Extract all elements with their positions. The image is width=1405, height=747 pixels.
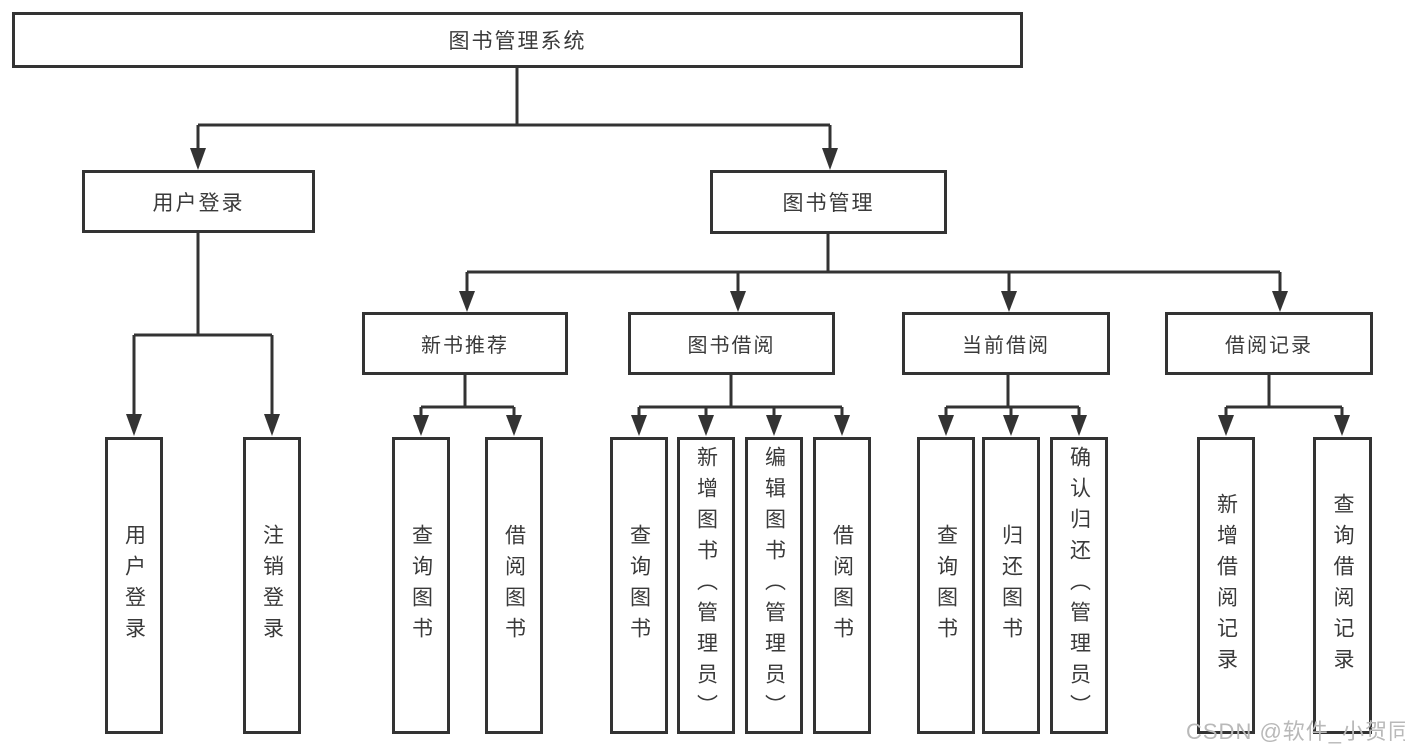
arrowhead: [459, 291, 475, 312]
leaf-return-book: 归还图书: [982, 437, 1040, 734]
wire-current-borrow-to-leaves: [938, 375, 1087, 436]
node-current-borrow: 当前借阅: [902, 312, 1110, 375]
connector-segment: [637, 375, 844, 417]
arrowhead: [834, 415, 850, 436]
arrowhead: [766, 415, 782, 436]
arrowhead: [1003, 415, 1019, 436]
wire-user-login-to-leaves: [126, 233, 280, 436]
leaf-label: 新增借阅记录: [1214, 492, 1238, 679]
arrowhead: [938, 415, 954, 436]
arrowhead: [730, 291, 746, 312]
arrowhead: [1272, 291, 1288, 312]
leaf-borrow-books: 借阅图书: [813, 437, 871, 734]
leaf-label: 借阅图书: [830, 523, 854, 648]
wire-borrow-records-to-leaves: [1218, 375, 1350, 436]
leaf-user-login: 用户登录: [105, 437, 163, 734]
wire-root-to-level2: [190, 68, 838, 170]
connector-segment: [1224, 375, 1344, 417]
leaf-label: 确认归还（管理员）: [1067, 446, 1091, 725]
leaf-label: 用户登录: [122, 523, 146, 648]
leaf-borrow-books-recommend: 借阅图书: [485, 437, 543, 734]
node-label: 用户登录: [152, 191, 245, 215]
node-label: 新书推荐: [421, 335, 509, 357]
leaf-label: 查询图书: [627, 523, 651, 648]
arrowhead: [264, 414, 280, 436]
watermark: CSDN @软件_小贺同学: [1186, 719, 1405, 744]
leaf-edit-book-admin: 编辑图书（管理员）: [745, 437, 803, 734]
node-label: 图书借阅: [687, 335, 776, 357]
arrowhead: [1001, 291, 1017, 312]
connector-segment: [419, 375, 516, 417]
node-book-management: 图书管理: [710, 170, 947, 234]
node-library-system: 图书管理系统: [12, 12, 1023, 68]
leaf-logout: 注销登录: [243, 437, 301, 734]
arrowhead: [506, 415, 522, 436]
wire-book-borrow-to-leaves: [631, 375, 850, 436]
node-label: 借阅记录: [1225, 335, 1313, 357]
node-label: 图书管理系统: [448, 30, 587, 53]
leaf-add-book-admin: 新增图书（管理员）: [677, 437, 735, 734]
leaf-label: 编辑图书（管理员）: [762, 446, 786, 725]
leaf-query-books-borrow: 查询图书: [610, 437, 668, 734]
leaf-label: 借阅图书: [502, 523, 526, 648]
wire-book-management-to-level3: [459, 234, 1288, 312]
connector-segment: [465, 234, 1282, 293]
arrowhead: [1334, 415, 1350, 436]
node-book-borrow: 图书借阅: [628, 312, 835, 375]
leaf-query-borrow-record: 查询借阅记录: [1313, 437, 1372, 734]
arrowhead: [631, 415, 647, 436]
arrowhead: [822, 148, 838, 170]
arrowhead: [413, 415, 429, 436]
arrowhead: [126, 414, 142, 436]
node-label: 当前借阅: [962, 335, 1050, 357]
leaf-label: 查询借阅记录: [1331, 492, 1354, 679]
leaf-label: 查询图书: [409, 523, 433, 648]
wire-new-book-recommend-to-leaves: [413, 375, 522, 436]
node-user-login: 用户登录: [82, 170, 315, 233]
node-borrow-records: 借阅记录: [1165, 312, 1373, 375]
node-label: 图书管理: [782, 192, 875, 215]
connector-segment: [132, 233, 274, 416]
node-new-book-recommend: 新书推荐: [362, 312, 568, 375]
leaf-label: 归还图书: [999, 523, 1023, 648]
leaf-query-books-recommend: 查询图书: [392, 437, 450, 734]
connector-segment: [944, 375, 1081, 417]
arrowhead: [1071, 415, 1087, 436]
leaf-add-borrow-record: 新增借阅记录: [1197, 437, 1255, 734]
connector-segment: [196, 68, 832, 150]
leaf-label: 新增图书（管理员）: [694, 446, 718, 725]
leaf-confirm-return-admin: 确认归还（管理员）: [1050, 437, 1108, 734]
arrowhead: [1218, 415, 1234, 436]
arrowhead: [190, 148, 206, 170]
arrowhead: [698, 415, 714, 436]
leaf-label: 查询图书: [934, 523, 958, 648]
leaf-query-books-current: 查询图书: [917, 437, 975, 734]
leaf-label: 注销登录: [260, 523, 284, 648]
